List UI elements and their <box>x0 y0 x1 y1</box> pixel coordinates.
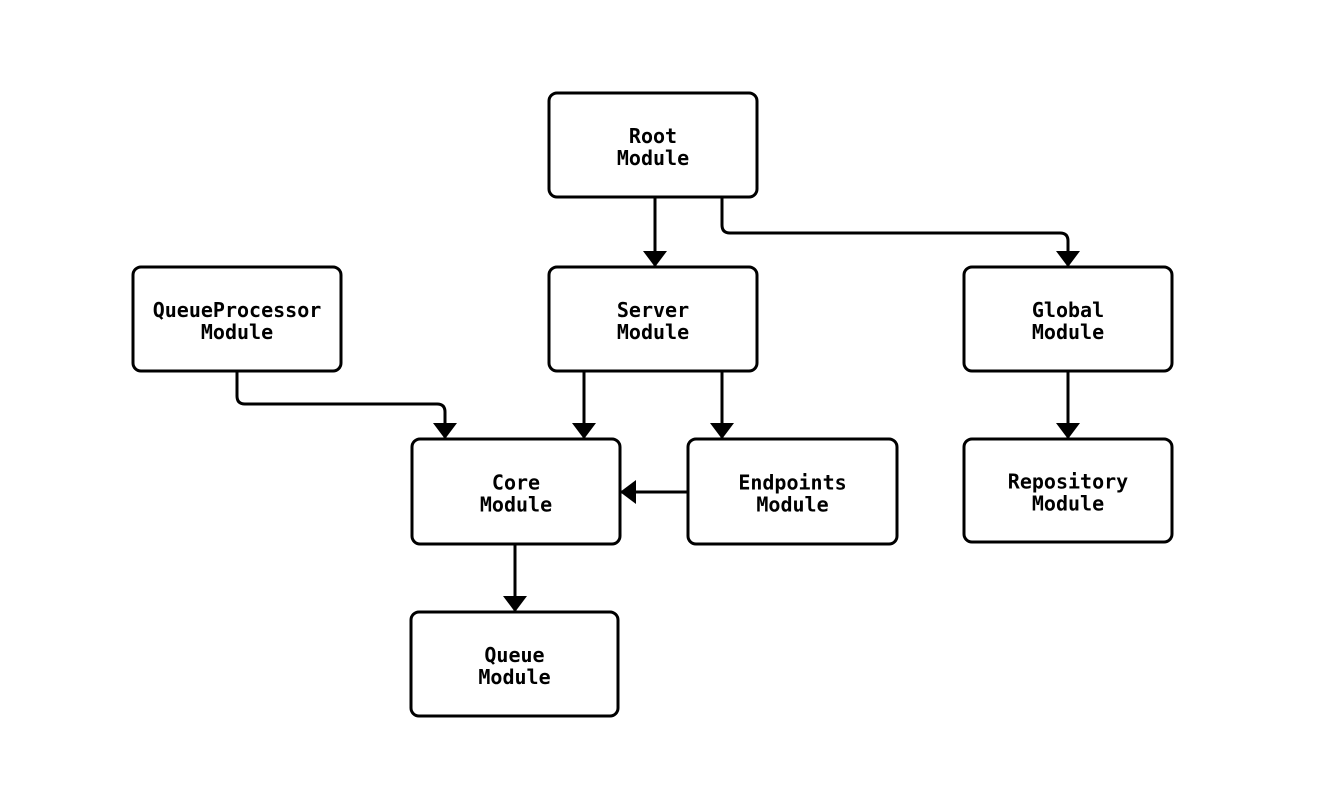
node-box-queueprocessor <box>131 265 343 373</box>
node-box-repository <box>962 437 1174 544</box>
edge-root-global <box>720 197 1080 267</box>
node-box-queue <box>409 610 620 718</box>
node-box-endpoints <box>686 437 899 546</box>
node-box-server <box>547 265 759 373</box>
node-box-core <box>410 437 622 546</box>
edge-queueprocessor-core <box>235 371 457 439</box>
edges-layer <box>235 197 1080 612</box>
node-box-root <box>547 91 759 199</box>
node-box-global <box>962 265 1174 373</box>
